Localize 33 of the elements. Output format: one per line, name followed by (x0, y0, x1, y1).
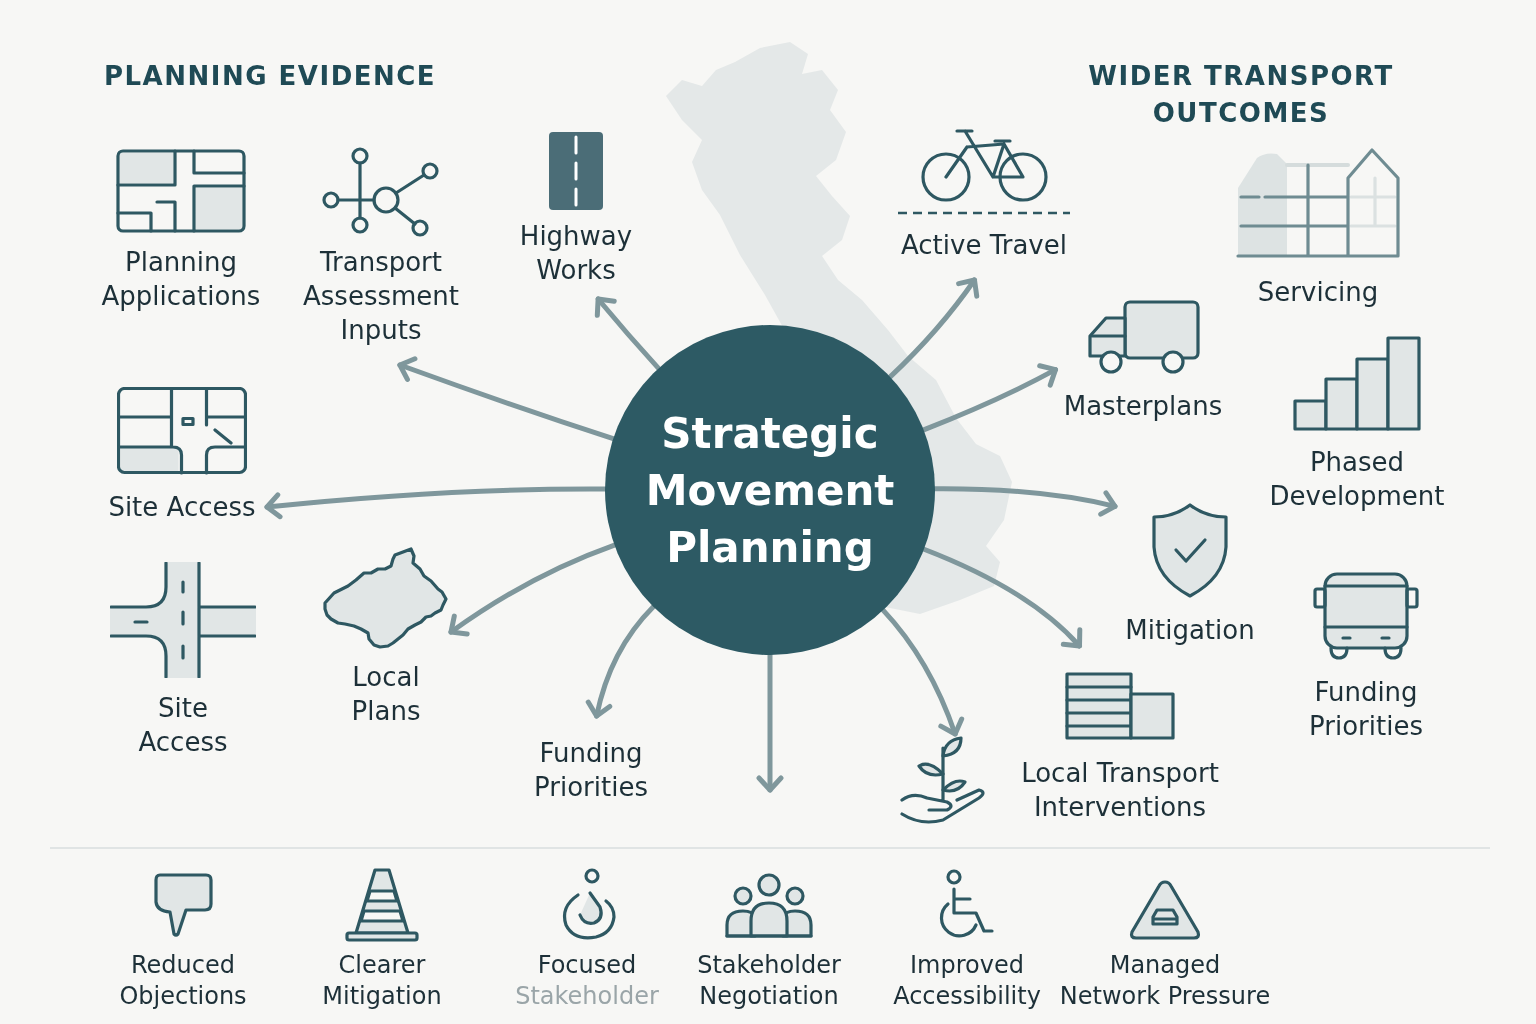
arrow (594, 296, 662, 371)
node-label: Funding Priorities (533, 737, 649, 804)
arrow (880, 607, 964, 737)
node-label: Improved Accessibility (892, 950, 1042, 1012)
arrow (921, 363, 1058, 433)
node-label: Highway Works (518, 220, 634, 287)
arrow (887, 277, 980, 380)
node-label: Servicing (1256, 276, 1380, 309)
arrow (756, 652, 784, 793)
node-label: Stakeholder (514, 981, 660, 1012)
node-label: Planning Applications (100, 246, 262, 313)
node-label: Funding Priorities (1308, 676, 1424, 743)
node-label: Active Travel (900, 229, 1068, 262)
node-label: Reduced Objections (118, 950, 248, 1012)
node-label: Local Plans (350, 661, 422, 728)
arrow (921, 546, 1082, 649)
node-label: Phased Development (1268, 446, 1446, 513)
node-label: Mitigation (1124, 614, 1256, 647)
node-label: Clearer Mitigation (321, 950, 443, 1012)
node-label: Focused (536, 950, 638, 981)
node-label: Site Access (137, 692, 229, 759)
arrow (397, 356, 616, 442)
node-label: Stakeholder Negotiation (696, 950, 842, 1012)
arrow (448, 542, 617, 637)
node-label: Site Access (107, 491, 257, 524)
section-heading: WIDER TRANSPORT OUTCOMES (1087, 60, 1395, 130)
node-label: Masterplans (1062, 390, 1224, 423)
node-label: Local Transport Interventions (1020, 757, 1220, 824)
section-heading: PLANNING EVIDENCE (104, 60, 438, 93)
arrow (586, 604, 656, 719)
node-label: Managed Network Pressure (1058, 950, 1272, 1012)
node-label: Transport Assessment Inputs (302, 246, 460, 347)
hub-title: Strategic Movement Planning (644, 407, 896, 574)
